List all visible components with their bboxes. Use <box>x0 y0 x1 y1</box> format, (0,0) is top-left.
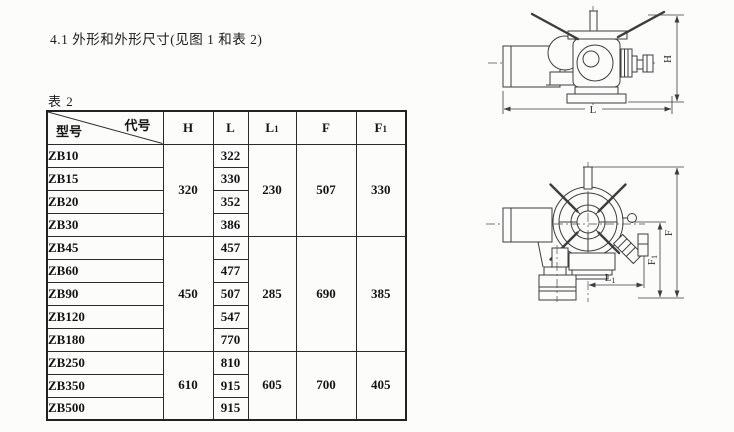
F1-cell: 405 <box>355 350 407 421</box>
dimension-F: F <box>592 166 684 299</box>
table-row: ZB10 320 322 230 507 330 <box>46 143 407 237</box>
model-cell: ZB90 <box>46 281 164 306</box>
L1-cell: 285 <box>247 235 297 352</box>
L-cell: 386 <box>212 212 249 237</box>
bottom-flange <box>566 86 627 104</box>
L-cell: 915 <box>212 373 249 398</box>
table-row: ZB30 386 <box>46 212 406 237</box>
L-cell: 477 <box>212 258 249 283</box>
model-cell: ZB30 <box>46 212 164 237</box>
table-row: ZB250 610 810 605 700 405 <box>46 350 407 421</box>
table-row: ZB180 770 <box>46 327 406 352</box>
dimension-H-label: H <box>662 55 674 63</box>
model-cell: ZB45 <box>46 235 164 260</box>
dimension-L: L <box>502 91 673 116</box>
L-cell: 352 <box>212 189 249 214</box>
output-shaft <box>620 48 654 78</box>
F1-cell: 330 <box>355 143 407 237</box>
column-header-F1: F1 <box>355 110 407 145</box>
dimension-F-label: F <box>663 230 675 236</box>
table-row: ZB350 915 <box>46 373 406 398</box>
L-cell: 915 <box>212 396 249 421</box>
corner-label-model: 型号 <box>56 123 83 139</box>
gearbox-base <box>537 241 616 302</box>
output-coupling <box>612 233 644 265</box>
model-cell: ZB15 <box>46 166 164 191</box>
model-cell: ZB10 <box>46 143 164 168</box>
model-cell: ZB20 <box>46 189 164 214</box>
dimension-table: 型号 代号 H L L1 F F1 ZB10 320 322 230 507 3… <box>46 110 407 421</box>
model-cell: ZB350 <box>46 373 164 398</box>
model-cell: ZB250 <box>46 350 164 375</box>
section-heading: 4.1 外形和外形尺寸(见图 1 和表 2) <box>50 32 263 47</box>
column-header-F: F <box>295 110 357 145</box>
L-cell: 547 <box>212 304 249 329</box>
F-cell: 507 <box>295 143 357 237</box>
F-cell: 690 <box>295 235 357 352</box>
table-row: ZB120 547 <box>46 304 406 329</box>
table-row: ZB500 915 <box>46 396 406 421</box>
diagonal-line <box>48 112 163 144</box>
figure-front-view: H L <box>480 2 734 124</box>
model-cell: ZB60 <box>46 258 164 283</box>
dimension-F1: F1 <box>630 221 666 298</box>
L-cell: 770 <box>212 327 249 352</box>
dimension-F1-label: F1 <box>646 255 659 265</box>
table-row: ZB15 330 <box>46 166 406 191</box>
stem <box>583 166 593 190</box>
handwheel-handles <box>530 10 666 41</box>
L-cell: 322 <box>212 143 249 168</box>
actuator-body <box>572 38 621 88</box>
L-cell: 810 <box>212 350 249 375</box>
column-header-H: H <box>162 110 214 145</box>
dimension-L1-label: L1 <box>605 272 616 285</box>
F1-cell: 385 <box>355 235 407 352</box>
L1-cell: 230 <box>247 143 297 237</box>
H-cell: 450 <box>162 235 214 352</box>
table-caption: 表 2 <box>48 94 74 109</box>
column-header-L: L <box>212 110 249 145</box>
L-cell: 507 <box>212 281 249 306</box>
table-row: ZB90 507 <box>46 281 406 306</box>
L-cell: 457 <box>212 235 249 260</box>
model-cell: ZB180 <box>46 327 164 352</box>
corner-label-code: 代号 <box>124 118 151 133</box>
dimension-L-label: L <box>590 104 597 116</box>
column-header-L1: L1 <box>247 110 297 145</box>
F-cell: 700 <box>295 350 357 421</box>
dimension-H: H <box>628 14 684 103</box>
L1-cell: 605 <box>247 350 297 421</box>
figure-side-view: L1 F1 F <box>480 160 734 310</box>
corner-header-cell: 型号 代号 <box>46 110 164 145</box>
model-cell: ZB120 <box>46 304 164 329</box>
H-cell: 320 <box>162 143 214 237</box>
dimension-L1: L1 <box>588 272 644 288</box>
motor-body <box>502 207 553 243</box>
L-cell: 330 <box>212 166 249 191</box>
table-header-row: 型号 代号 H L L1 F F1 <box>46 110 407 145</box>
table-row: ZB45 450 457 285 690 385 <box>46 235 407 352</box>
indicator-knob <box>622 213 637 223</box>
shaft-bracket <box>637 233 649 288</box>
model-cell: ZB500 <box>46 396 164 421</box>
stem <box>589 10 598 32</box>
H-cell: 610 <box>162 350 214 421</box>
